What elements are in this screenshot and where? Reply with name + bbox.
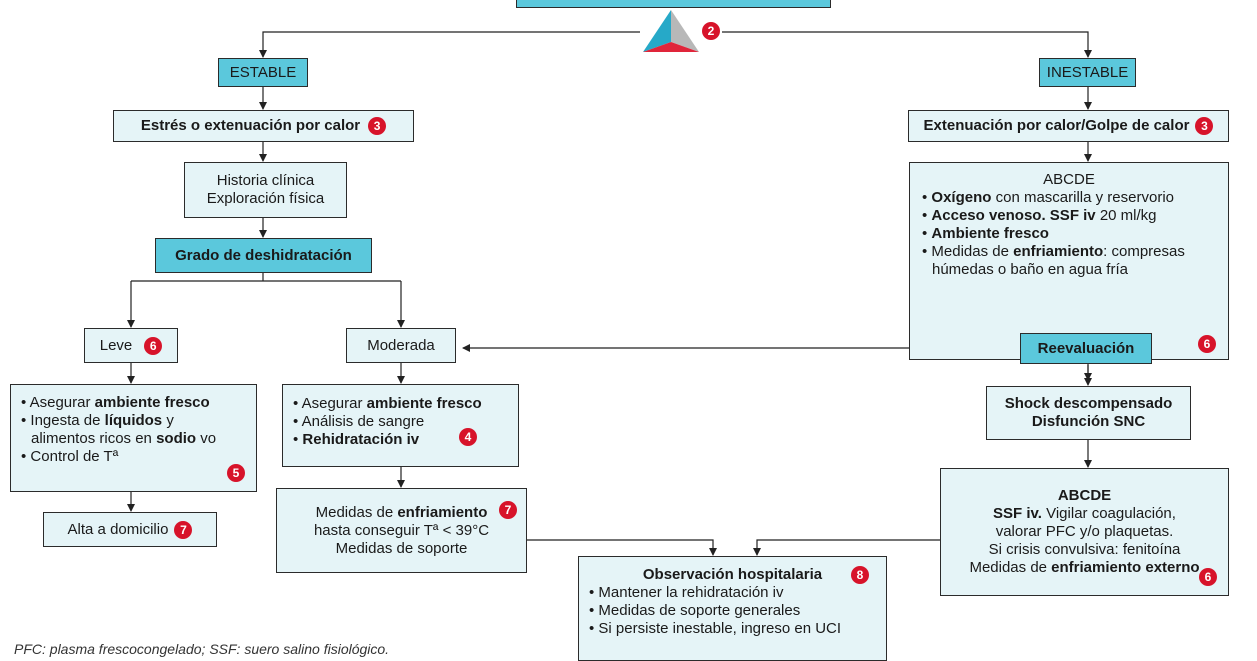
historia-line2: Exploración física <box>206 190 325 207</box>
abcde-initial-list: Oxígeno con mascarilla y reservorio Acce… <box>920 189 1218 279</box>
left-diagnosis-label: Estrés o extenuación por calor <box>140 117 361 134</box>
grado-label: Grado de deshidratación <box>175 246 352 264</box>
shock-line1: Shock descompensado <box>1004 395 1173 412</box>
step-badge-4: 4 <box>459 428 477 446</box>
connector-medidas-observacion <box>527 539 717 556</box>
observacion-title-row: Observación hospitalaria <box>587 566 878 584</box>
grado-box: Grado de deshidratación <box>155 238 372 273</box>
step-badge-6-shock: 6 <box>1199 568 1217 586</box>
connector-top-left <box>259 31 640 58</box>
abcde-initial-item: Oxígeno con mascarilla y reservorio <box>920 189 1218 207</box>
observacion-item: Medidas de soporte generales <box>587 602 878 620</box>
step-badge-6-leve: 6 <box>144 336 163 355</box>
observacion-item: Si persiste inestable, ingreso en UCI <box>587 620 878 638</box>
connector-top-right <box>722 31 1092 58</box>
step-badge-7-alta: 7 <box>174 520 193 539</box>
abcde-shock-line3: Si crisis convulsiva: fenitoína <box>988 541 1181 558</box>
connector-grado-split <box>131 273 401 282</box>
step-badge-8: 8 <box>851 566 869 584</box>
medidas-left-line2: hasta conseguir Tª < 39°C <box>313 521 490 539</box>
moderada-care-list: Asegurar ambiente fresco Análisis de san… <box>291 395 510 449</box>
observacion-title: Observación hospitalaria <box>642 566 823 583</box>
abcde-initial-box: ABCDE Oxígeno con mascarilla y reservori… <box>909 162 1229 360</box>
abcde-shock-title: ABCDE <box>1057 487 1112 504</box>
moderada-care-item: Rehidratación iv <box>291 431 510 449</box>
estable-box: ESTABLE <box>218 58 308 87</box>
moderada-box: Moderada <box>346 328 456 363</box>
reevaluacion-box: Reevaluación <box>1020 333 1152 364</box>
alta-label: Alta a domicilio <box>67 520 169 538</box>
top-header-box <box>516 0 831 8</box>
alta-box: Alta a domicilio 7 <box>43 512 217 547</box>
triangle-logo-icon <box>643 10 699 52</box>
connector-abcde2-observacion <box>753 539 940 556</box>
abcde-shock-line2: valorar PFC y/o plaquetas. <box>995 523 1174 540</box>
medidas-left-box: Medidas de enfriamiento hasta conseguir … <box>276 488 527 573</box>
step-badge-3-right: 3 <box>1195 117 1214 135</box>
step-badge-5: 5 <box>227 464 245 482</box>
observacion-box: Observación hospitalaria 8 Mantener la r… <box>578 556 887 661</box>
right-diagnosis-box: Extenuación por calor/Golpe de calor 3 <box>908 110 1229 142</box>
abcde-initial-item: Medidas de enfriamiento: compresashúmeda… <box>920 243 1218 279</box>
step-badge-7-medidas: 7 <box>499 501 517 519</box>
abcde-initial-item: Acceso venoso. SSF iv 20 ml/kg <box>920 207 1218 225</box>
medidas-left-line3: Medidas de soporte <box>335 539 468 557</box>
step-badge-6-abcde: 6 <box>1198 335 1216 353</box>
right-diagnosis-label: Extenuación por calor/Golpe de calor <box>923 117 1190 134</box>
inestable-label: INESTABLE <box>1046 63 1129 81</box>
shock-line2: Disfunción SNC <box>1031 413 1146 430</box>
historia-box: Historia clínica Exploración física <box>184 162 347 218</box>
leve-care-item: Control de Tª <box>19 448 248 466</box>
estable-label: ESTABLE <box>229 63 297 81</box>
inestable-box: INESTABLE <box>1039 58 1136 87</box>
step-badge-2: 2 <box>702 22 720 40</box>
reevaluacion-label: Reevaluación <box>1037 339 1135 357</box>
leve-care-box: Asegurar ambiente fresco Ingesta de líqu… <box>10 384 257 492</box>
leve-care-list: Asegurar ambiente fresco Ingesta de líqu… <box>19 394 248 466</box>
abcde-shock-line1: SSF iv. Vigilar coagulación, <box>993 505 1176 522</box>
leve-box: Leve 6 <box>84 328 178 363</box>
abcde-initial-item: Ambiente fresco <box>920 225 1218 243</box>
observacion-list: Mantener la rehidratación iv Medidas de … <box>587 584 878 638</box>
moderada-label: Moderada <box>367 336 435 354</box>
moderada-care-box: Asegurar ambiente fresco Análisis de san… <box>282 384 519 467</box>
observacion-item: Mantener la rehidratación iv <box>587 584 878 602</box>
moderada-care-item: Asegurar ambiente fresco <box>291 395 510 413</box>
moderada-care-item: Análisis de sangre <box>291 413 510 431</box>
medidas-left-line1: Medidas de enfriamiento <box>315 503 488 521</box>
abcde-initial-title: ABCDE <box>1043 171 1095 188</box>
abcde-shock-box: ABCDE SSF iv. Vigilar coagulación, valor… <box>940 468 1229 596</box>
leve-label: Leve <box>99 336 133 354</box>
step-badge-3-left: 3 <box>368 117 387 135</box>
left-diagnosis-box: Estrés o extenuación por calor 3 <box>113 110 414 142</box>
abcde-shock-line4: Medidas de enfriamiento externo <box>969 559 1200 576</box>
historia-line1: Historia clínica <box>216 172 315 189</box>
leve-care-item: Asegurar ambiente fresco <box>19 394 248 412</box>
footnote: PFC: plasma frescocongelado; SSF: suero … <box>14 641 390 657</box>
shock-box: Shock descompensado Disfunción SNC <box>986 386 1191 440</box>
